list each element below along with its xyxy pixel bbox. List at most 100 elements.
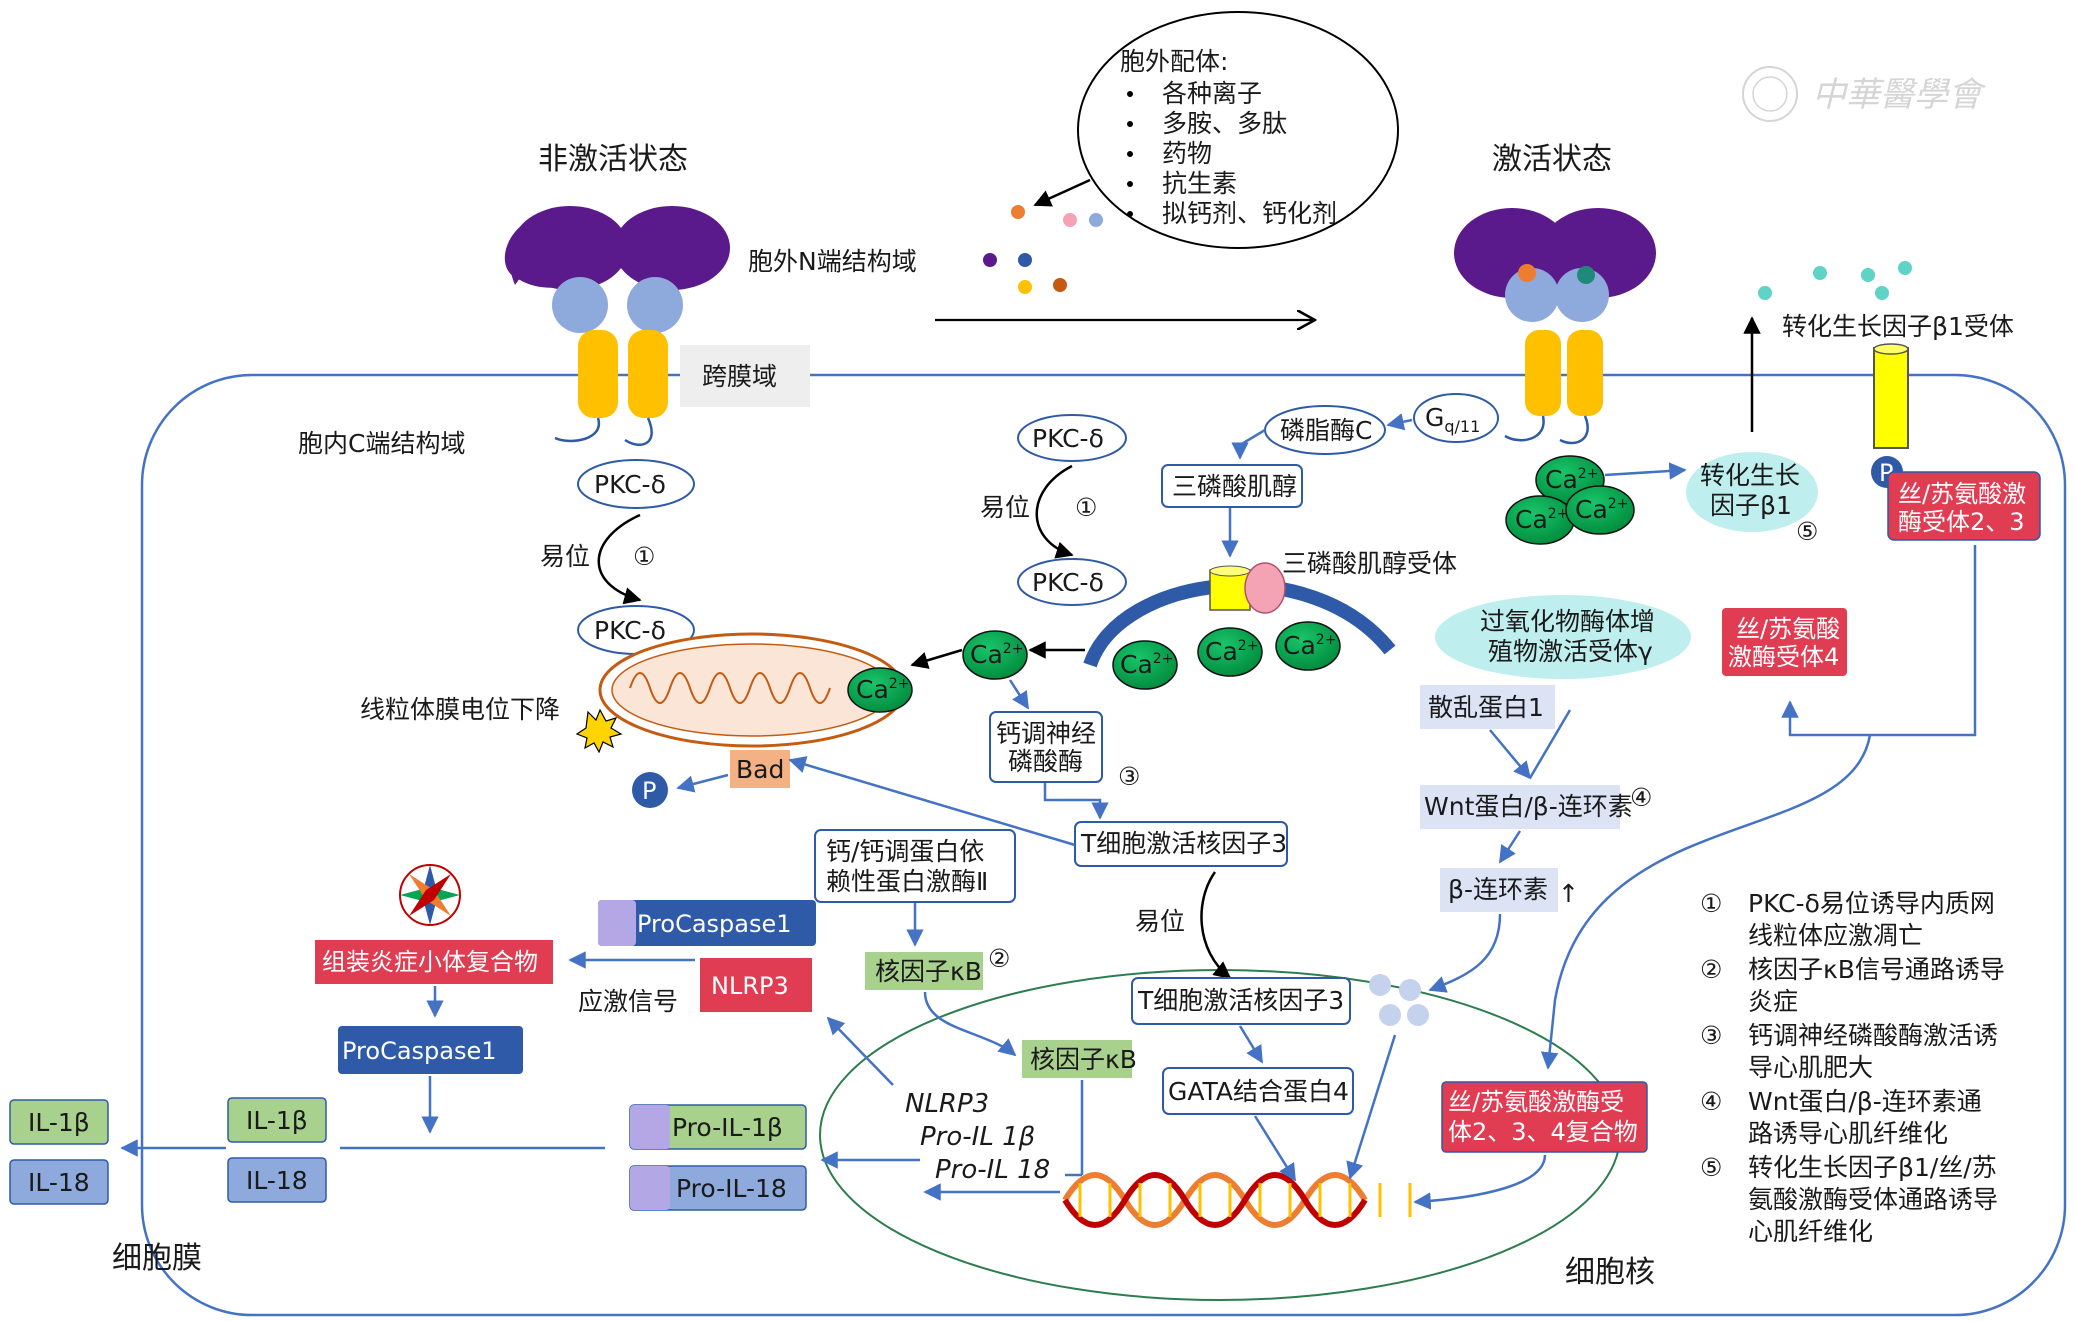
translocation-arrow-mid (1035, 464, 1074, 559)
svg-text:Pro-IL-1β: Pro-IL-1β (672, 1113, 783, 1142)
active-state-label: 激活状态 (1492, 142, 1612, 177)
extracellular-n-label: 胞外N端结构域 (748, 247, 917, 276)
nfat3-nucleus-box (1131, 977, 1351, 1025)
svg-text:Ca2+: Ca2+ (1205, 637, 1258, 666)
svg-text:P: P (642, 777, 656, 805)
st-kinase-23-box (1887, 471, 2041, 541)
svg-text:三磷酸肌醇: 三磷酸肌醇 (1172, 472, 1297, 501)
il1b-box-outer (9, 1099, 109, 1145)
translocation-arrow-left (597, 513, 642, 605)
svg-text:①: ① (1700, 889, 1722, 918)
svg-text:PKC-δ: PKC-δ (594, 616, 666, 645)
svg-text:抗生素: 抗生素 (1162, 169, 1237, 198)
svg-text:β-连环素: β-连环素 (1448, 875, 1548, 904)
inactive-state-label: 非激活状态 (538, 142, 688, 177)
dishevelled-box (1420, 685, 1555, 729)
ca-ion-mito: Ca2+ (847, 667, 913, 713)
ip3-receptor-label: 三磷酸肌醇受体 (1282, 549, 1457, 578)
svg-text:体2、3、4复合物: 体2、3、4复合物 (1448, 1118, 1638, 1146)
svg-text:丝/苏氨酸激: 丝/苏氨酸激 (1898, 480, 2026, 508)
svg-text:Ca2+: Ca2+ (1575, 495, 1628, 524)
svg-text:Wnt蛋白/β-连环素: Wnt蛋白/β-连环素 (1424, 792, 1633, 821)
phospho-bad (632, 772, 668, 808)
svg-text:药物: 药物 (1162, 139, 1212, 168)
ca-ion-active-3: Ca2+ (1565, 485, 1635, 535)
svg-text:因子β1: 因子β1 (1710, 491, 1792, 520)
tgfb1-receptor-label: 转化生长因子β1受体 (1782, 312, 2014, 341)
pkc-delta-mid-bottom (1017, 558, 1127, 606)
beta-catenin-nuclear-dots (1369, 974, 1429, 1026)
nucleus-label: 细胞核 (1565, 1255, 1655, 1290)
nfkb-box-nucleus (1022, 1040, 1132, 1078)
svg-text:路诱导心肌纤维化: 路诱导心肌纤维化 (1748, 1119, 1948, 1148)
svg-text:Ca2+: Ca2+ (970, 640, 1023, 669)
gene-nlrp3: NLRP3 (905, 1089, 989, 1119)
stress-signal-label: 应激信号 (578, 987, 678, 1016)
svg-text:④: ④ (1630, 783, 1652, 812)
nfkb-box-cyto (865, 952, 983, 990)
ip3-box (1161, 464, 1303, 508)
svg-text:Ca2+: Ca2+ (1120, 650, 1173, 679)
ligand-list: 各种离子 多胺、多肽 药物 抗生素 拟钙剂、钙化剂 (1127, 79, 1337, 228)
svg-text:②: ② (988, 944, 1010, 973)
ca-ion-cyto: Ca2+ (962, 630, 1028, 680)
il18-box-outer (9, 1159, 109, 1205)
svg-text:⑤: ⑤ (1796, 517, 1818, 546)
svg-text:①: ① (633, 542, 655, 571)
inflammasome-icon (399, 864, 461, 926)
svg-text:导心肌肥大: 导心肌肥大 (1748, 1053, 1873, 1082)
ca-ion-er-2: Ca2+ (1197, 627, 1263, 677)
svg-text:磷酸酶: 磷酸酶 (1008, 747, 1083, 776)
svg-text:酶受体2、3: 酶受体2、3 (1898, 508, 2025, 536)
gene-pro-il1b: Pro-IL 1β (920, 1122, 1035, 1152)
svg-text:钙/钙调蛋白依: 钙/钙调蛋白依 (826, 837, 984, 866)
svg-text:磷脂酶C: 磷脂酶C (1280, 416, 1372, 445)
svg-text:③: ③ (1118, 762, 1140, 791)
svg-text:IL-18: IL-18 (28, 1168, 90, 1197)
wnt-box (1420, 785, 1620, 829)
ca-ion-active-2: Ca2+ (1505, 495, 1575, 545)
ppar-node (1435, 595, 1691, 679)
intracellular-c-label: 胞内C端结构域 (298, 429, 465, 458)
svg-text:氨酸激酶受体通路诱导: 氨酸激酶受体通路诱导 (1748, 1185, 1998, 1214)
svg-text:钙调神经: 钙调神经 (996, 719, 1096, 748)
svg-text:Ca2+: Ca2+ (1515, 505, 1568, 534)
svg-text:转化生长: 转化生长 (1700, 461, 1800, 490)
active-receptor (1454, 208, 1656, 445)
svg-text:中華醫學會: 中華醫學會 (1812, 75, 1987, 115)
bad-to-p-arrow (676, 773, 729, 793)
svg-text:Pro-IL-18: Pro-IL-18 (676, 1174, 787, 1203)
procaspase1-box-top (598, 900, 816, 946)
pkc-delta-left-top (577, 459, 695, 509)
svg-text:Bad: Bad (736, 755, 784, 784)
svg-text:丝/苏氨酸激酶受: 丝/苏氨酸激酶受 (1448, 1088, 1624, 1116)
ligand-pointer-arrow (1033, 178, 1091, 207)
svg-text:多胺、多肽: 多胺、多肽 (1162, 109, 1287, 138)
dna-helix (1062, 1172, 1412, 1228)
svg-text:丝/苏氨酸: 丝/苏氨酸 (1736, 615, 1840, 643)
svg-text:钙调神经磷酸酶激活诱: 钙调神经磷酸酶激活诱 (1748, 1021, 1998, 1050)
svg-text:Ca2+: Ca2+ (1283, 631, 1336, 660)
transmembrane-label: 跨膜域 (702, 362, 777, 391)
svg-text:心肌纤维化: 心肌纤维化 (1748, 1217, 1873, 1246)
inactive-receptor (504, 206, 730, 446)
svg-text:激酶受体4: 激酶受体4 (1728, 643, 1839, 671)
il18-box-inner (227, 1157, 327, 1203)
pkc-delta-mid-top (1017, 414, 1127, 462)
svg-text:核因子κB: 核因子κB (875, 957, 982, 986)
tgfb1-node (1686, 452, 1818, 532)
svg-text:核因子κB: 核因子κB (1030, 1045, 1137, 1074)
st-kinase-4-box (1722, 608, 1847, 676)
ligand-title: 胞外配体: (1120, 47, 1228, 76)
translocation-arrow-nfat (1200, 871, 1232, 980)
ligand-bubble (1077, 11, 1399, 249)
svg-text:③: ③ (1700, 1021, 1722, 1050)
svg-text:Ca2+: Ca2+ (856, 675, 909, 704)
svg-text:IL-1β: IL-1β (246, 1106, 308, 1135)
svg-text:核因子κB信号通路诱导: 核因子κB信号通路诱导 (1748, 955, 2005, 984)
st-kinase-complex-box (1441, 1081, 1648, 1153)
ca-ion-er-1: Ca2+ (1112, 640, 1178, 690)
svg-text:②: ② (1700, 955, 1722, 984)
procaspase1-box-bottom (338, 1026, 523, 1074)
